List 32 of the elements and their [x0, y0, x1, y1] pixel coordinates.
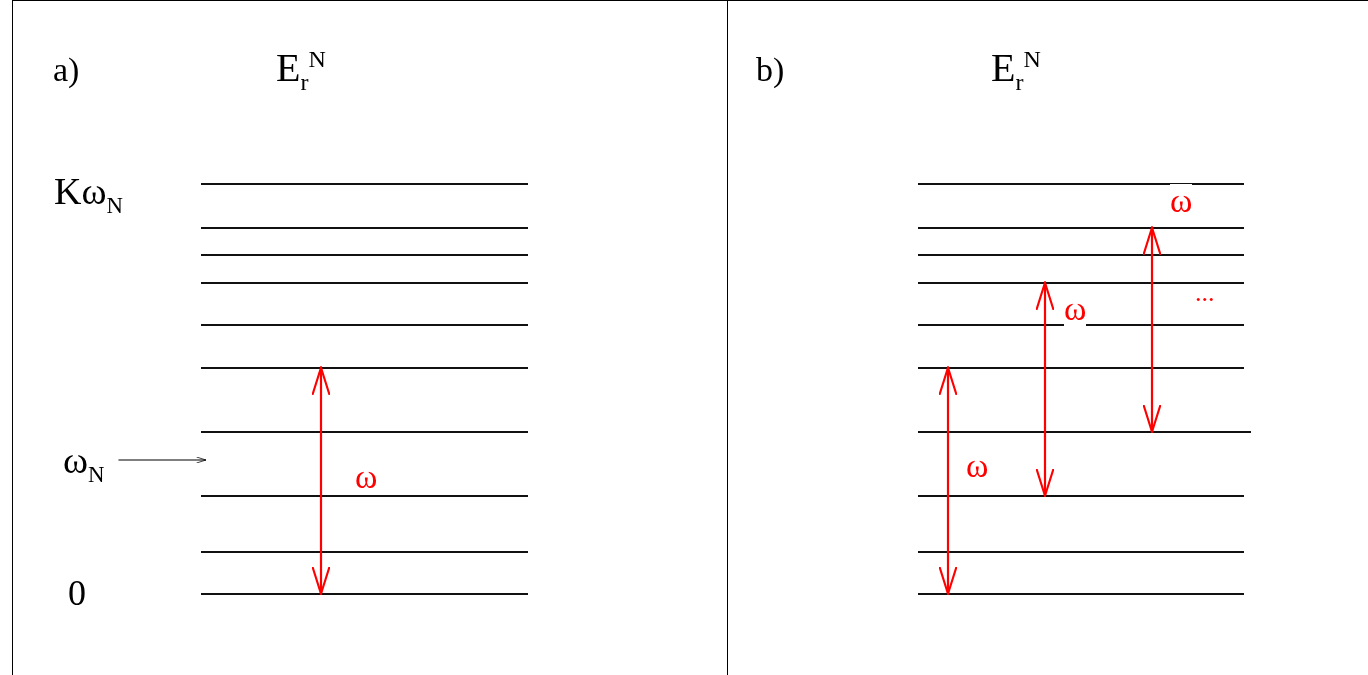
- energy-level-line: [201, 367, 528, 369]
- double-arrow: [1142, 226, 1162, 433]
- energy-level-line: [918, 367, 1244, 369]
- energy-level-line: [201, 227, 528, 229]
- energy-level-line: [201, 254, 528, 256]
- energy-level-line: [918, 282, 1244, 284]
- level-label: ω$_{N}$: [63, 441, 105, 487]
- energy-level-line: [918, 431, 1251, 433]
- energy-level-line: [918, 254, 1244, 256]
- energy-level-line: [201, 551, 528, 553]
- double-arrow: [938, 366, 958, 595]
- energy-level-line: [201, 324, 528, 326]
- energy-level-line: [201, 183, 528, 185]
- energy-level-line: [918, 593, 1244, 595]
- level-label: Kω$_{N}$: [54, 172, 123, 218]
- panel-label: b): [756, 53, 785, 87]
- energy-level-line: [201, 593, 528, 595]
- energy-level-line: [201, 282, 528, 284]
- energy-level-line: [918, 551, 1244, 553]
- energy-level-line: [918, 227, 1244, 229]
- double-arrow: [1035, 281, 1055, 497]
- ellipsis-mark: ...: [1195, 280, 1215, 306]
- energy-level-line: [918, 183, 1244, 185]
- level-label: 0: [68, 575, 86, 611]
- energy-level-line: [201, 431, 528, 433]
- energy-level-line: [201, 495, 528, 497]
- energy-level-line: [918, 324, 1244, 326]
- panel-label: a): [53, 53, 80, 87]
- panel-frame: [12, 0, 728, 675]
- arrow: [117, 456, 207, 464]
- energy-level-line: [918, 495, 1244, 497]
- double-arrow: [311, 366, 331, 595]
